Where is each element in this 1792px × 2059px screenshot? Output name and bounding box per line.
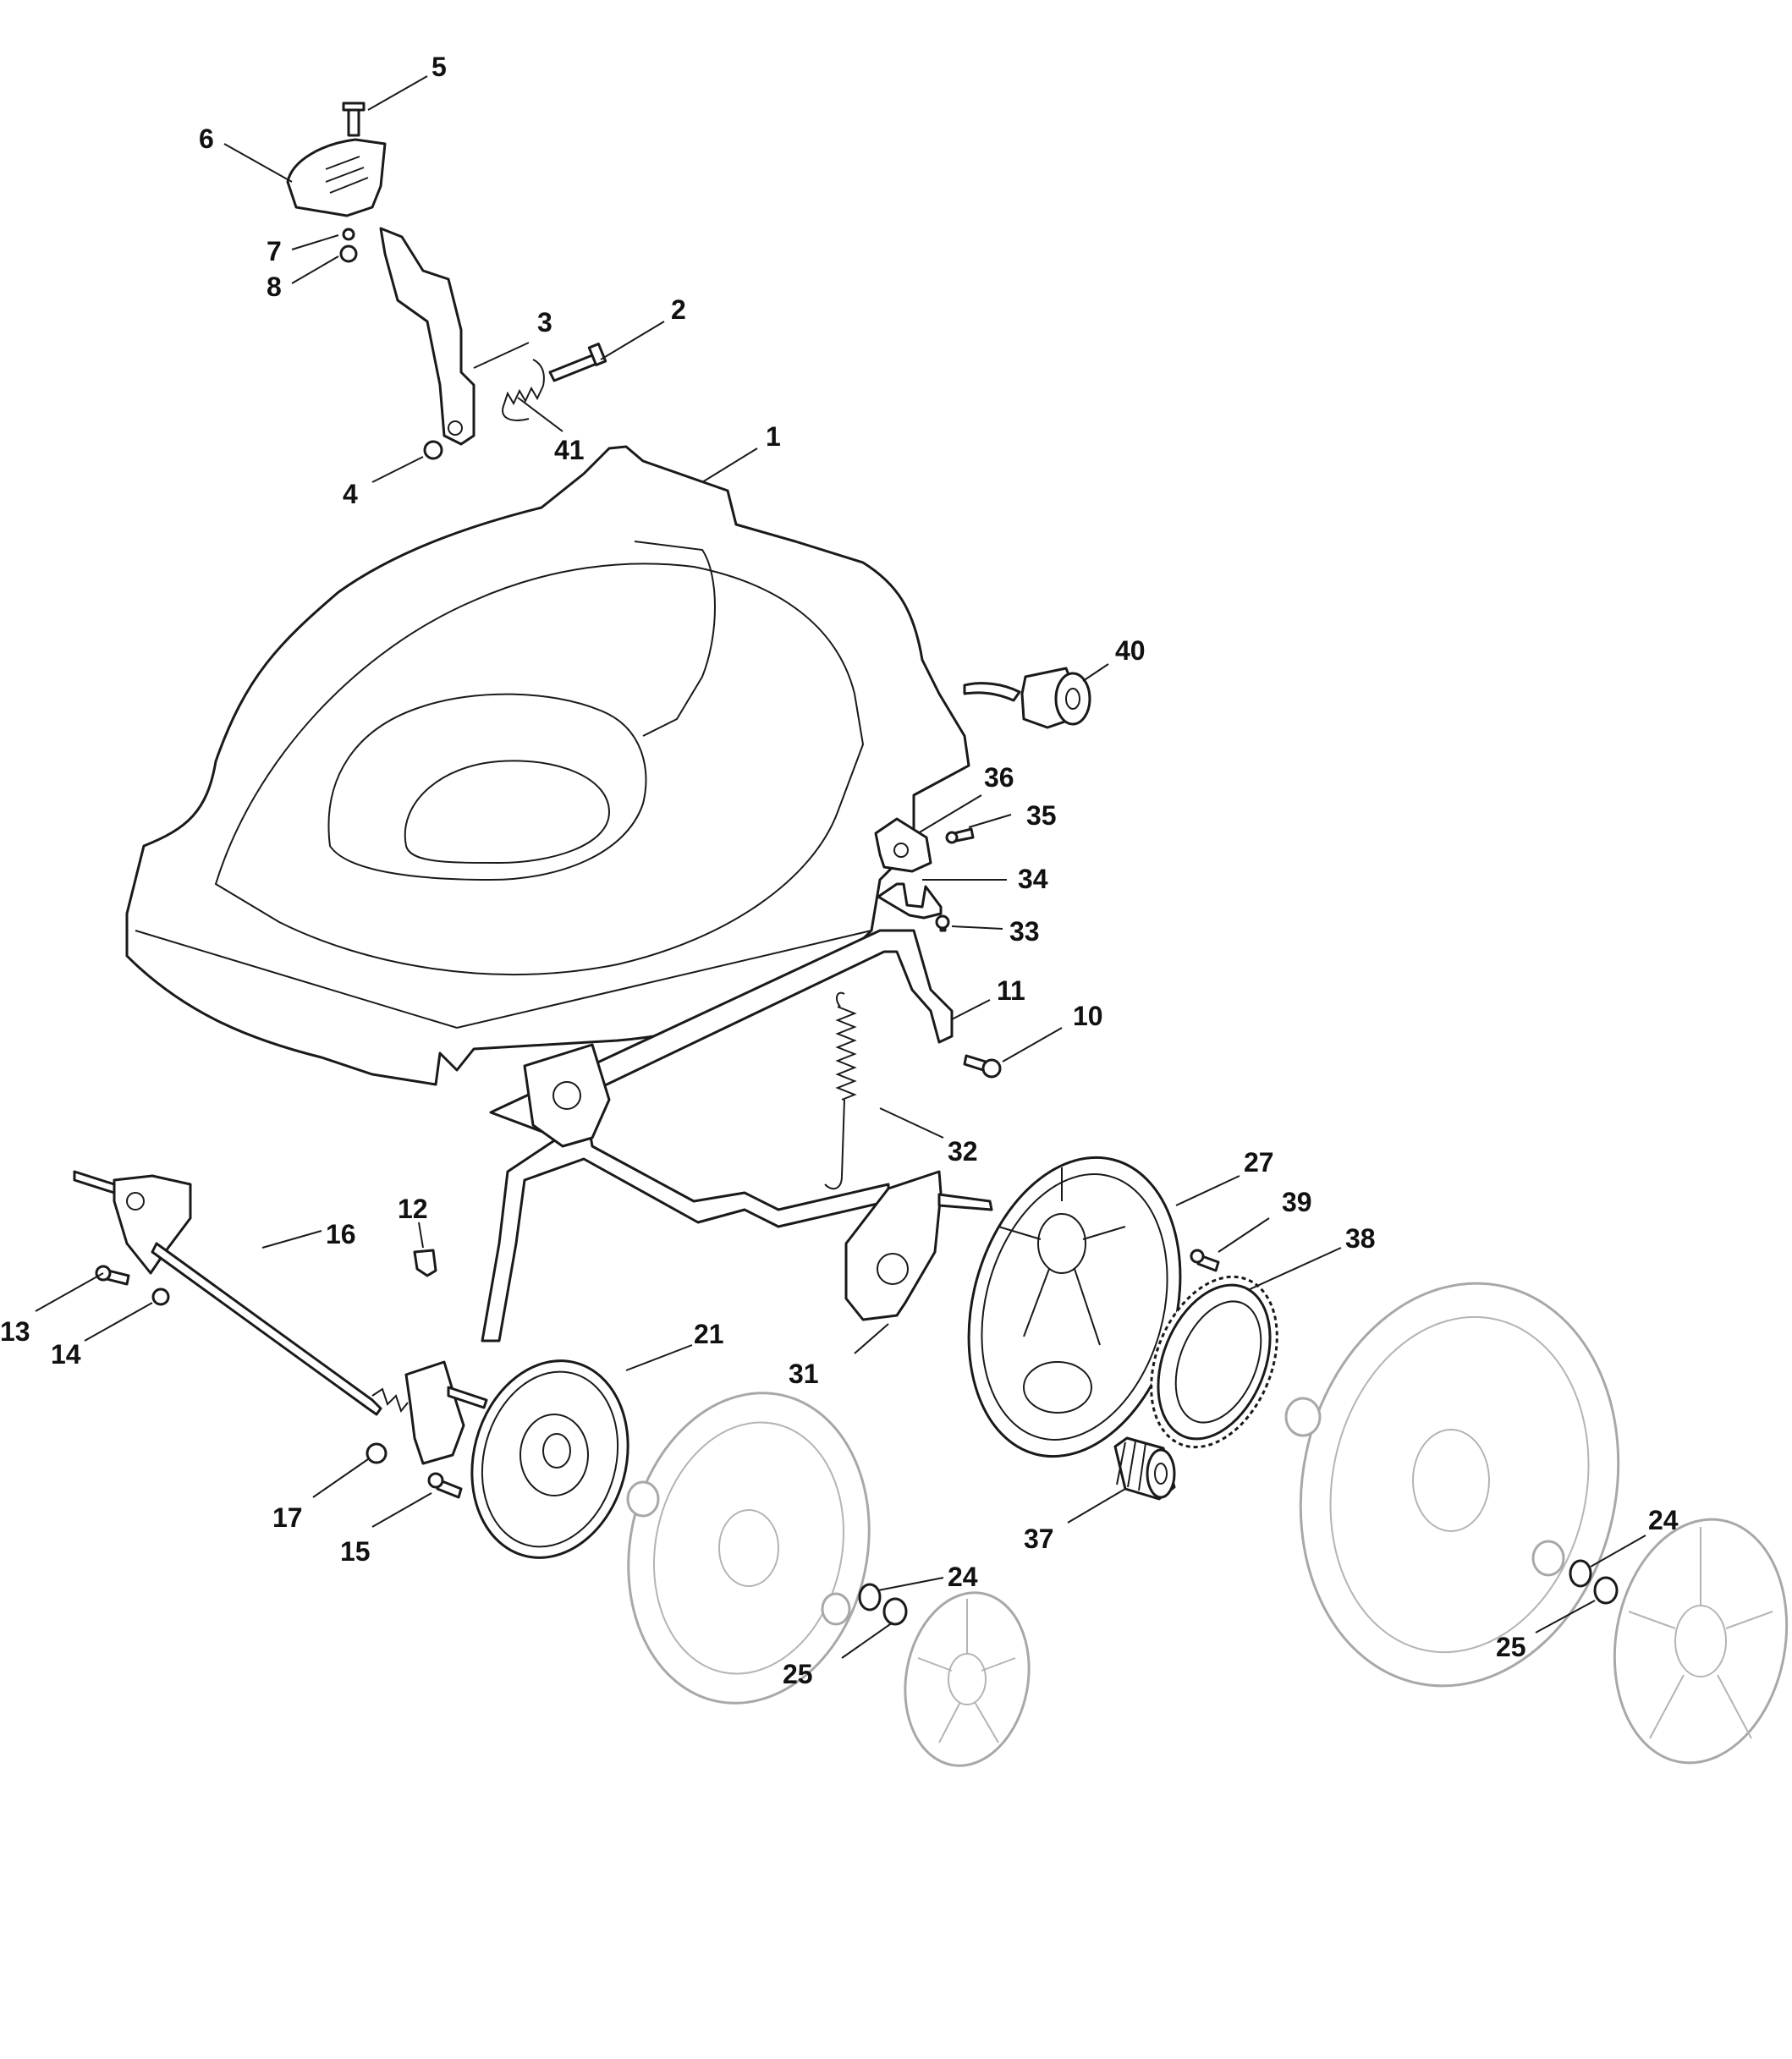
screw-15	[427, 1472, 463, 1499]
callout-17: 17	[272, 1502, 303, 1533]
deck-mount	[523, 1043, 611, 1148]
callout-27: 27	[1244, 1147, 1274, 1178]
callout-2: 2	[671, 294, 686, 325]
spring-41	[502, 359, 545, 421]
washer-24b	[1569, 1559, 1592, 1588]
mower-deck	[125, 445, 970, 1086]
callout-5: 5	[432, 52, 447, 82]
callout-10: 10	[1073, 1001, 1103, 1031]
wheel-disc-27	[967, 1156, 1182, 1458]
pin-2	[548, 343, 607, 382]
washer-24a	[858, 1583, 882, 1612]
nut-25a	[882, 1597, 908, 1626]
callout-41: 41	[554, 435, 585, 465]
screw-13	[95, 1265, 130, 1286]
callout-37: 37	[1024, 1524, 1054, 1554]
callout-13: 13	[0, 1316, 30, 1347]
clip-34	[877, 882, 943, 920]
screw-39	[1190, 1249, 1220, 1272]
nut-14	[151, 1288, 170, 1306]
callout-35: 35	[1026, 800, 1057, 831]
pinion-37	[1113, 1436, 1176, 1501]
pivot-plate-31	[844, 1170, 993, 1321]
lever-cap	[286, 138, 387, 217]
callout-25a: 25	[783, 1659, 813, 1689]
callout-labels: 5 6 7 8 3 2 41 4 1 40 36 35 34 33 11 10 …	[0, 52, 1679, 1689]
callout-12: 12	[398, 1194, 428, 1224]
nut-25b	[1593, 1576, 1619, 1605]
washer-7	[342, 228, 355, 241]
callout-25b: 25	[1496, 1632, 1526, 1662]
callout-24b: 24	[1648, 1505, 1679, 1535]
gear-ring-38	[1150, 1275, 1278, 1449]
rear-wheel-ghost	[1284, 1282, 1620, 1688]
callout-3: 3	[537, 307, 552, 338]
callout-34: 34	[1018, 864, 1048, 894]
nut-8	[339, 244, 358, 263]
screw-35	[945, 827, 975, 844]
bracket-36	[874, 817, 932, 873]
spring-32	[824, 991, 857, 1190]
callout-11: 11	[997, 975, 1025, 1006]
callout-4: 4	[343, 479, 358, 509]
callout-24a: 24	[948, 1562, 978, 1592]
front-hubcap-ghost	[904, 1591, 1031, 1767]
leader-lines	[35, 75, 1646, 1659]
front-axle	[73, 1170, 488, 1465]
callout-36: 36	[984, 762, 1014, 793]
callout-38: 38	[1345, 1223, 1376, 1254]
callout-21: 21	[694, 1319, 724, 1349]
callout-14: 14	[51, 1339, 81, 1370]
wheel-disc-21	[470, 1359, 629, 1559]
front-wheel-ghost	[626, 1392, 871, 1705]
screw-33	[935, 914, 950, 932]
callout-1: 1	[766, 421, 781, 452]
callout-40: 40	[1115, 635, 1146, 666]
knob-40	[963, 667, 1091, 729]
nut-4	[423, 440, 443, 460]
callout-33: 33	[1009, 916, 1040, 947]
nut-17	[366, 1442, 388, 1464]
callout-8: 8	[267, 272, 282, 302]
screw-10	[963, 1054, 1002, 1079]
callout-32: 32	[948, 1136, 978, 1167]
callout-16: 16	[326, 1219, 356, 1249]
rear-hubcap-ghost	[1613, 1518, 1789, 1765]
callout-39: 39	[1282, 1187, 1312, 1217]
screw-5	[342, 102, 366, 137]
callout-7: 7	[267, 236, 282, 266]
callout-15: 15	[340, 1536, 371, 1567]
height-lever	[379, 227, 475, 446]
callout-31: 31	[789, 1359, 819, 1389]
callout-6: 6	[199, 124, 214, 154]
clip-12	[413, 1249, 437, 1277]
